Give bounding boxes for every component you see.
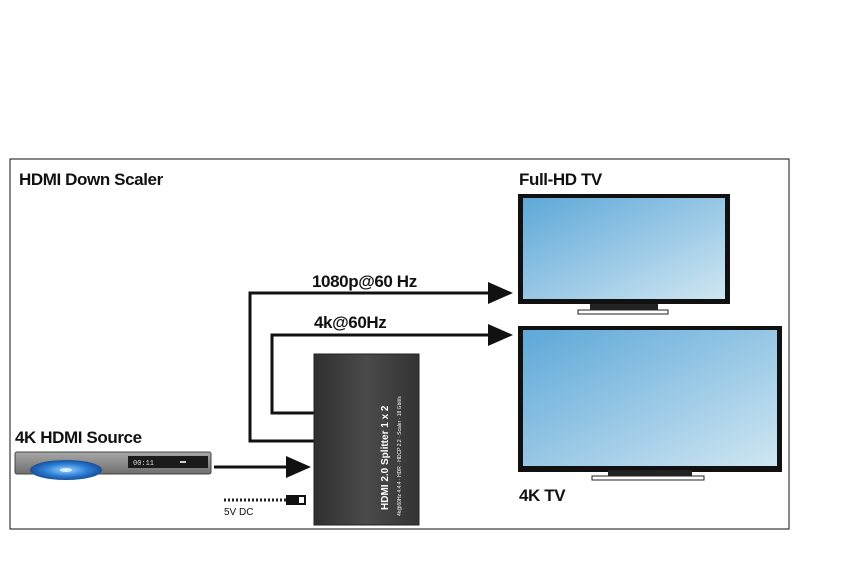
source-label: 4K HDMI Source bbox=[15, 428, 142, 447]
4k-signal-line bbox=[270, 333, 490, 415]
power-plug bbox=[286, 495, 306, 505]
input-arrow-head bbox=[286, 456, 311, 478]
splitter-name: HDMI 2.0 Splitter 1 x 2 bbox=[380, 405, 391, 510]
4k-hdmi-source: 00:11 bbox=[14, 451, 212, 480]
4k-arrow-head bbox=[488, 324, 513, 346]
power-label: 5V DC bbox=[224, 507, 253, 518]
fullhd-tv-label: Full-HD TV bbox=[519, 170, 603, 189]
4k-tv bbox=[518, 326, 782, 481]
fullhd-tv bbox=[518, 194, 730, 315]
diagram-frame bbox=[9, 158, 790, 530]
fullhd-signal-label: 1080p@60 Hz bbox=[312, 272, 417, 291]
4k-tv-label: 4K TV bbox=[519, 486, 566, 505]
hdmi-splitter: HDMI 2.0 Splitter 1 x 2 4k@60Hz 4:4:4 · … bbox=[313, 353, 420, 526]
4k-signal-label: 4k@60Hz bbox=[314, 313, 386, 332]
fullhd-arrow-head bbox=[488, 282, 513, 304]
splitter-specs: 4k@60Hz 4:4:4 · HDR · HDCP 2.2 · Scaler … bbox=[397, 396, 403, 516]
source-display: 00:11 bbox=[133, 460, 154, 468]
diagram-title: HDMI Down Scaler bbox=[19, 170, 164, 189]
fullhd-signal-line bbox=[248, 291, 490, 443]
